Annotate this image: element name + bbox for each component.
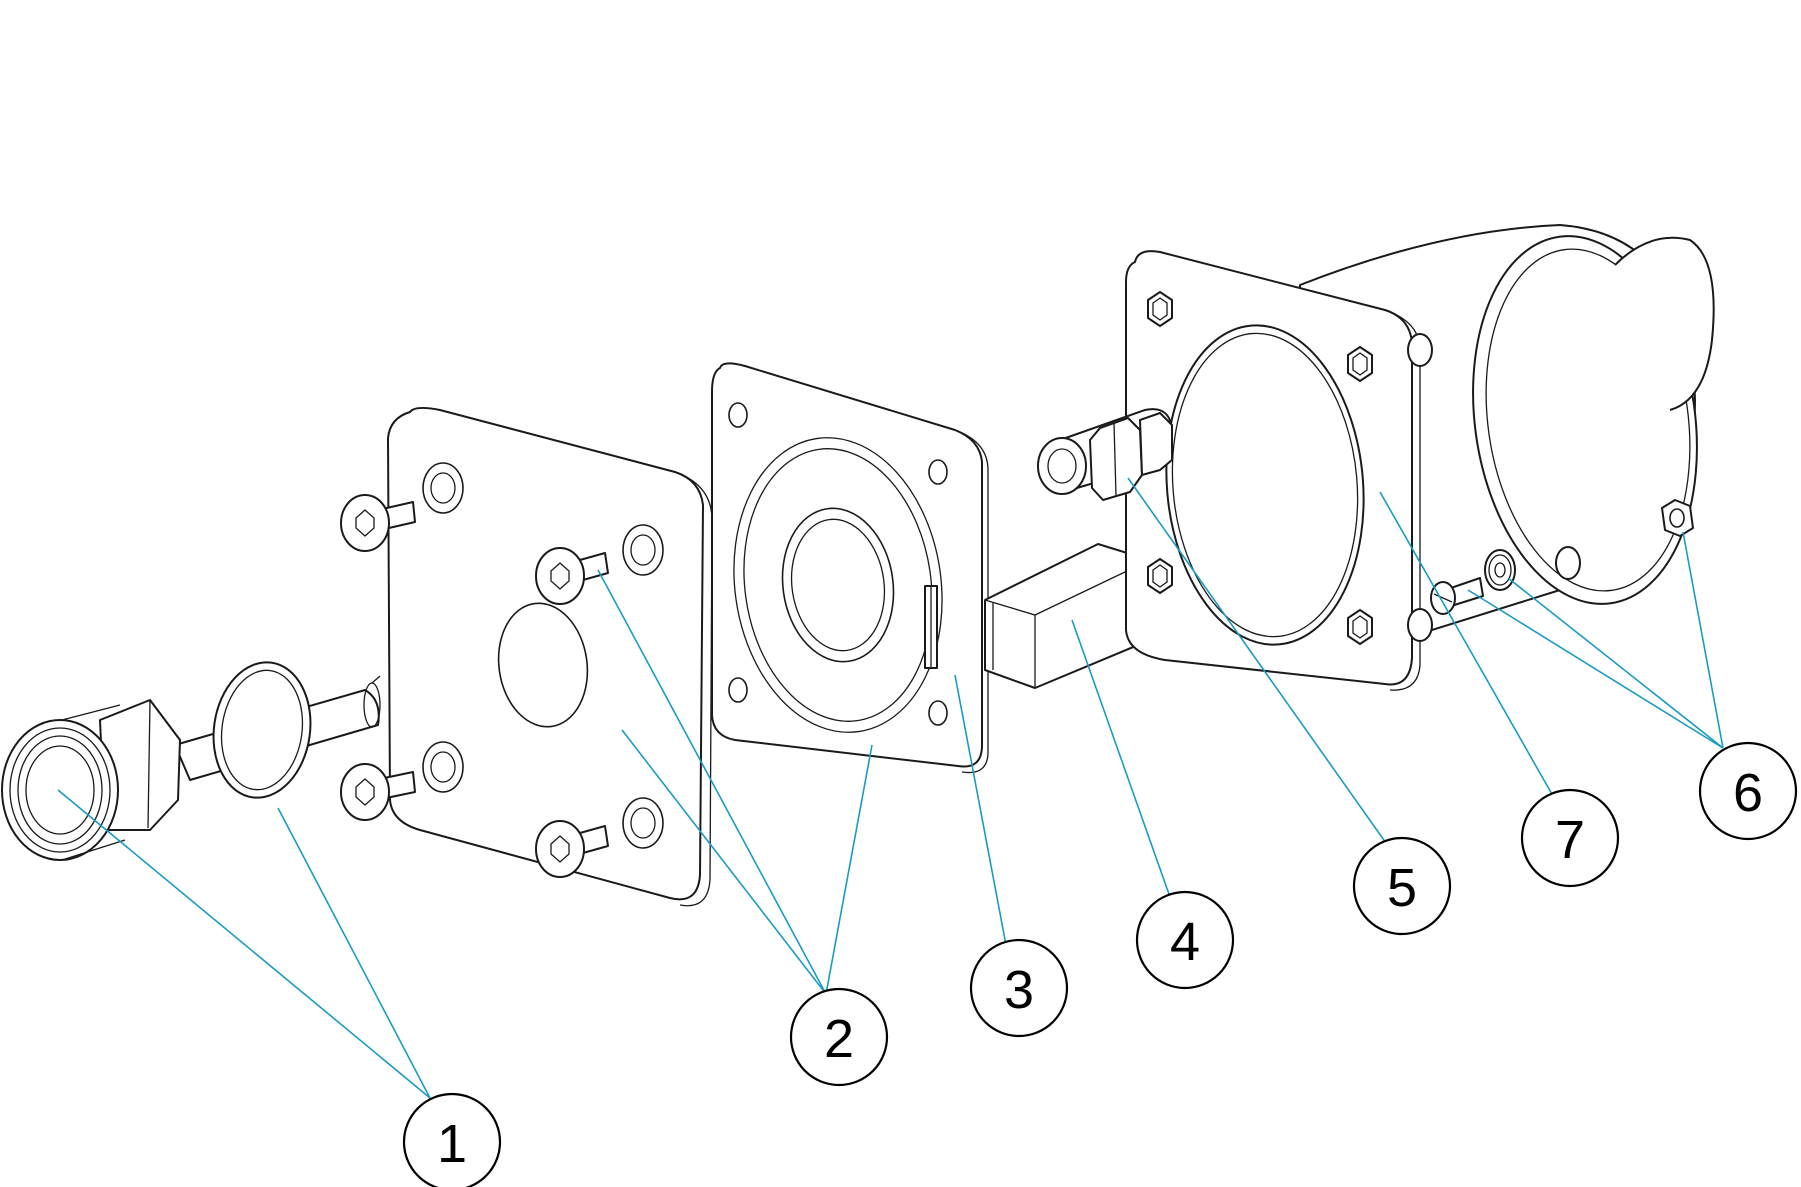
callout-2[interactable]: 2 — [789, 987, 889, 1087]
callout-4[interactable]: 4 — [1135, 890, 1235, 990]
leader-line — [597, 569, 827, 995]
leader-line — [277, 807, 431, 1099]
part-7-screw — [1430, 577, 1484, 615]
callout-6-circle[interactable] — [1698, 741, 1798, 841]
callout-7-circle[interactable] — [1520, 788, 1620, 888]
part-2-flange-plate — [711, 362, 989, 774]
leader-line — [1127, 477, 1387, 844]
leader-line — [1071, 619, 1171, 898]
leader-line — [621, 729, 827, 995]
leader-lines — [57, 477, 1724, 1099]
part-motor-housing — [1125, 224, 1715, 691]
callout-5[interactable]: 5 — [1352, 836, 1452, 936]
callout-2-circle[interactable] — [789, 987, 889, 1087]
callout-7[interactable]: 7 — [1520, 788, 1620, 888]
part-2-screws — [340, 494, 609, 878]
part-3-seal — [924, 585, 938, 669]
callout-4-circle[interactable] — [1135, 890, 1235, 990]
leader-line — [1507, 577, 1724, 749]
leader-line — [1467, 589, 1724, 749]
part-1-fitting — [1, 675, 381, 861]
callout-6[interactable]: 6 — [1698, 741, 1798, 841]
leader-line — [954, 674, 1007, 946]
leader-line — [57, 789, 431, 1099]
callout-1[interactable]: 1 — [402, 1092, 502, 1187]
leader-line — [825, 744, 873, 995]
callout-5-circle[interactable] — [1352, 836, 1452, 936]
callout-3[interactable]: 3 — [969, 938, 1069, 1038]
part-6-nut — [1661, 499, 1694, 537]
callout-1-circle[interactable] — [402, 1092, 502, 1187]
leader-line — [1379, 491, 1554, 797]
leader-line — [1682, 531, 1724, 749]
part-1-oring — [212, 661, 312, 799]
part-6-washer — [1484, 549, 1516, 591]
callout-3-circle[interactable] — [969, 938, 1069, 1038]
